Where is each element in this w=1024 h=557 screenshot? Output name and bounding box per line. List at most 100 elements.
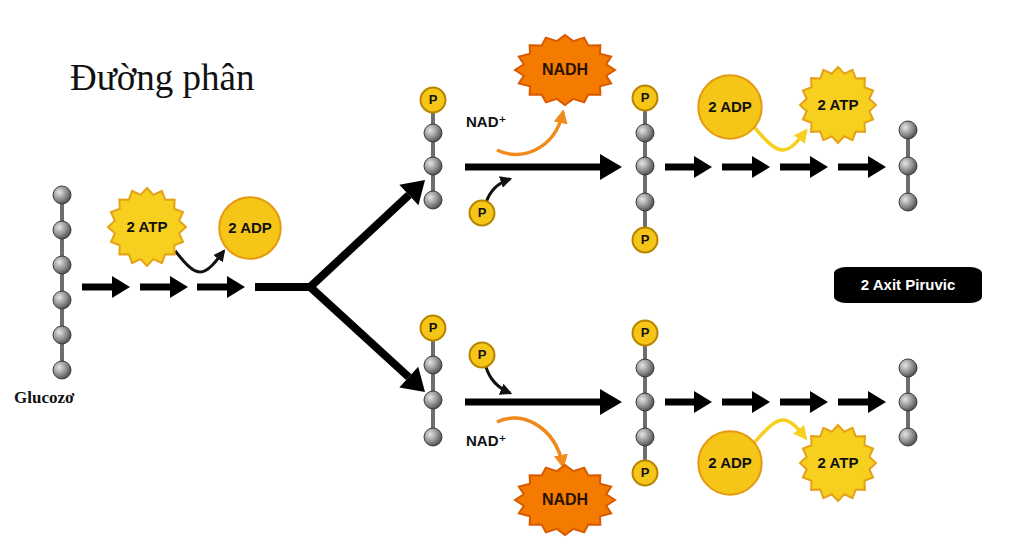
carbon-bead <box>424 391 442 409</box>
molecule-name: Glucozơ <box>14 388 74 408</box>
reaction-arrow <box>465 164 600 171</box>
arrow-head <box>170 276 188 298</box>
carbon-bead <box>424 428 442 446</box>
reaction-arrow <box>780 164 810 171</box>
phosphate-circle-text: P <box>641 233 650 247</box>
reaction-curve-arrow <box>754 127 806 150</box>
carbon-bead <box>636 193 654 211</box>
carbon-bead <box>636 157 654 175</box>
carbon-bead <box>636 124 654 142</box>
phosphate-arrow <box>486 367 510 393</box>
adp-circle: 2 ADP <box>697 74 763 140</box>
adp-circle-text: 2 ADP <box>228 220 272 237</box>
carbon-bead <box>53 291 71 309</box>
arrow-head <box>694 391 712 413</box>
phosphate-arrow <box>486 179 510 203</box>
atp-burst: 2 ATP <box>800 425 876 501</box>
nad-arrow <box>497 418 563 466</box>
nadh-burst-text: NADH <box>542 491 588 509</box>
phosphate-circle: P <box>632 460 658 486</box>
adp-circle-text: 2 ADP <box>708 455 752 472</box>
arrow-head <box>600 154 622 180</box>
nadh-burst-text: NADH <box>542 61 588 79</box>
arrow-head <box>752 391 770 413</box>
carbon-bead <box>53 361 71 379</box>
carbon-bead <box>53 326 71 344</box>
phosphate-circle-text: P <box>478 348 487 362</box>
reaction-arrow <box>465 399 600 406</box>
carbon-bead <box>424 191 442 209</box>
arrow-head <box>600 389 622 415</box>
phosphate-circle-text: P <box>478 206 487 220</box>
chain-bond <box>431 100 435 200</box>
carbon-bead <box>424 124 442 142</box>
arrow-head <box>694 156 712 178</box>
atp-burst-text: 2 ATP <box>127 219 168 236</box>
phosphate-circle: P <box>632 227 658 253</box>
atp-burst: 2 ATP <box>108 188 186 266</box>
phosphate-circle: P <box>469 342 495 368</box>
atp-burst-text: 2 ATP <box>818 455 859 472</box>
carbon-bead <box>53 221 71 239</box>
phosphate-circle: P <box>632 85 658 111</box>
reaction-arrow <box>722 164 752 171</box>
adp-circle: 2 ADP <box>697 430 763 496</box>
phosphate-circle-text: P <box>641 466 650 480</box>
diagram-title: Đường phân <box>70 56 255 99</box>
reaction-arrow <box>780 399 810 406</box>
phosphate-circle-text: P <box>429 321 438 335</box>
carbon-bead <box>636 359 654 377</box>
carbon-bead <box>899 157 917 175</box>
phosphate-circle: P <box>420 87 446 113</box>
nadh-burst: NADH <box>515 465 615 535</box>
nadh-burst: NADH <box>515 35 615 105</box>
carbon-bead <box>899 121 917 139</box>
arrow-head <box>810 391 828 413</box>
reaction-arrow <box>197 284 227 291</box>
carbon-bead <box>636 393 654 411</box>
arrow-head <box>399 367 425 392</box>
reaction-arrow <box>838 399 868 406</box>
adp-circle: 2 ADP <box>218 196 282 260</box>
reaction-arrow <box>665 164 694 171</box>
phosphate-circle: P <box>420 315 446 341</box>
cofactor-label: NAD⁺ <box>466 113 506 131</box>
product-box: 2 Axit Piruvic <box>834 267 982 303</box>
reaction-arrow <box>140 284 170 291</box>
carbon-bead <box>424 356 442 374</box>
phosphate-circle: P <box>469 200 495 226</box>
arrow-head <box>868 156 886 178</box>
carbon-bead <box>899 359 917 377</box>
carbon-bead <box>899 193 917 211</box>
reaction-curve-arrow <box>175 251 224 272</box>
phosphate-circle: P <box>632 320 658 346</box>
arrow-head <box>752 156 770 178</box>
reaction-curve-arrow <box>754 420 806 443</box>
carbon-chains <box>53 89 917 482</box>
reaction-arrow <box>722 399 752 406</box>
carbon-bead <box>899 428 917 446</box>
arrow-head <box>112 276 130 298</box>
arrow-head <box>868 391 886 413</box>
reaction-arrow <box>255 283 312 291</box>
product-box-text: 2 Axit Piruvic <box>861 277 955 294</box>
chain-bond <box>431 328 435 437</box>
carbon-bead <box>636 428 654 446</box>
phosphate-circle-text: P <box>641 91 650 105</box>
carbon-bead <box>899 393 917 411</box>
reaction-arrow <box>665 399 694 406</box>
arrow-head <box>810 156 828 178</box>
reaction-arrow <box>838 164 868 171</box>
adp-circle-text: 2 ADP <box>708 99 752 116</box>
atp-burst-text: 2 ATP <box>818 97 859 114</box>
carbon-bead <box>53 256 71 274</box>
phosphate-circle-text: P <box>641 326 650 340</box>
carbon-bead <box>53 186 71 204</box>
carbon-bead <box>424 157 442 175</box>
reaction-arrow <box>308 195 409 289</box>
nad-arrow <box>497 112 563 154</box>
arrow-head <box>227 276 245 298</box>
reaction-arrows <box>82 154 886 415</box>
reaction-arrow <box>82 284 112 291</box>
